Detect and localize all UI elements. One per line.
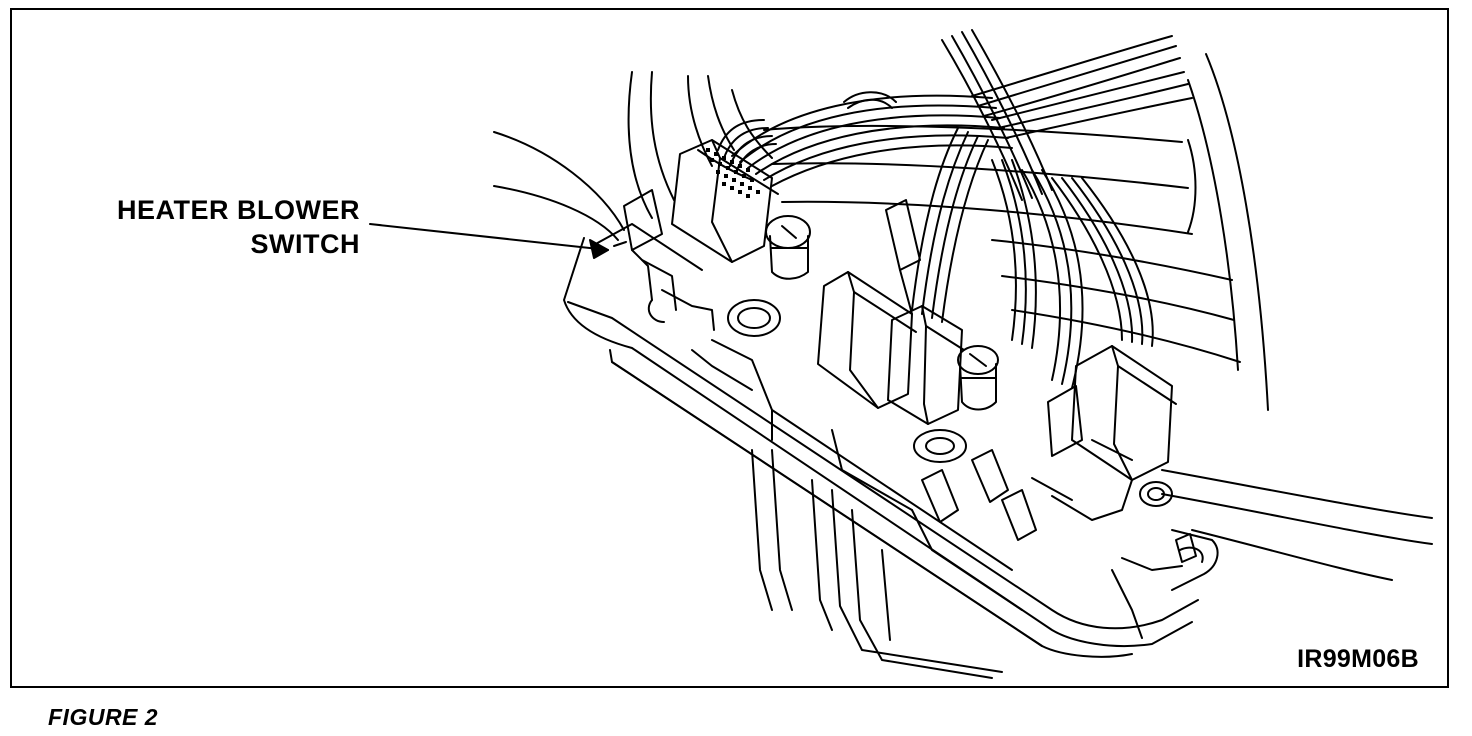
callout-arrow — [370, 224, 608, 258]
middle-connector — [818, 200, 920, 408]
housing-nubs — [922, 450, 1196, 562]
right-connector — [1048, 346, 1176, 520]
connector-drop-wires — [912, 128, 1153, 388]
illustration-frame: HEATER BLOWER SWITCH IR99M06B — [10, 8, 1449, 688]
callout-label: HEATER BLOWER SWITCH — [52, 193, 360, 261]
washer — [914, 430, 966, 462]
left-connector-pins — [706, 148, 760, 198]
figure-id: IR99M06B — [1297, 645, 1419, 673]
callout-label-line2: SWITCH — [250, 229, 360, 259]
figure-caption: FIGURE 2 — [48, 704, 159, 730]
center-connector — [888, 306, 964, 424]
loose-wires — [494, 132, 624, 240]
callout-label-line1: HEATER BLOWER — [117, 195, 360, 225]
left-end-tab — [614, 190, 714, 330]
bushing — [728, 300, 780, 336]
blower-switch-illustration — [12, 10, 1451, 690]
screw-left — [766, 216, 810, 279]
dash-panel-outline — [629, 54, 1432, 580]
switch-housing — [564, 224, 1218, 657]
mounting-bracket — [752, 450, 1002, 678]
screw-right — [1140, 482, 1172, 506]
screw-center — [958, 346, 998, 410]
